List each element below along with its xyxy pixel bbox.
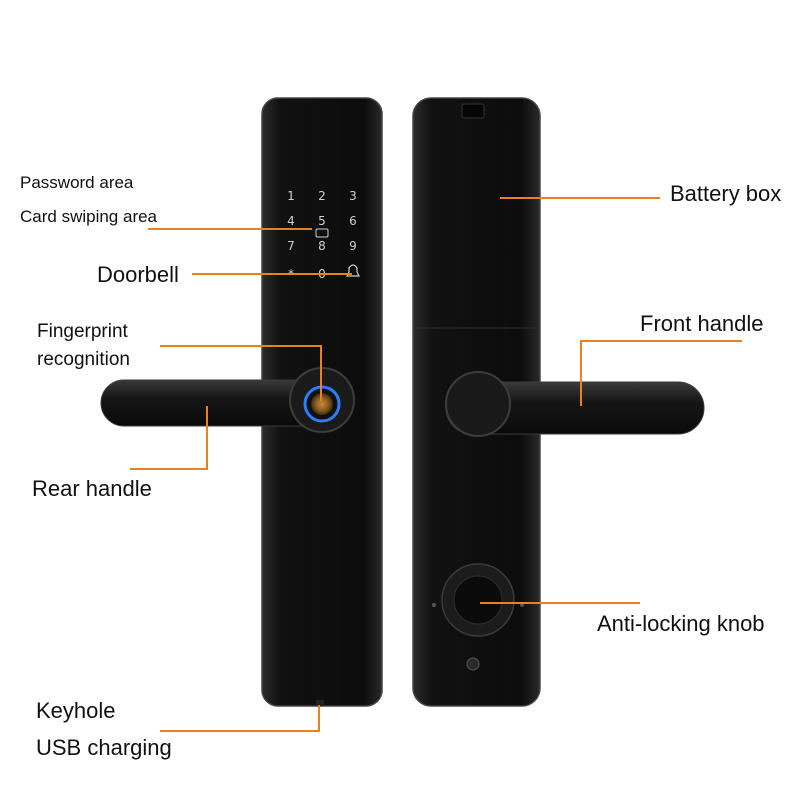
label-password-area: Password area xyxy=(20,173,134,192)
rear-panel: 1 2 3 4 5 6 7 8 9 * 0 xyxy=(100,97,383,707)
keypad-key-8: 8 xyxy=(318,239,326,253)
bell-icon xyxy=(346,264,360,277)
label-keyhole: Keyhole xyxy=(36,698,116,723)
leader-anti-locking-knob xyxy=(480,602,640,604)
leader-fingerprint-v xyxy=(320,345,322,401)
screw-icon xyxy=(466,657,480,671)
keypad-key-5: 5 xyxy=(318,214,326,228)
anti-locking-knob xyxy=(432,563,524,637)
label-fingerprint-line1: Fingerprint xyxy=(37,321,128,342)
leader-rear-handle-h xyxy=(130,468,208,470)
keypad-key-3: 3 xyxy=(349,189,357,203)
leader-front-handle-v xyxy=(580,340,582,406)
front-handle xyxy=(445,371,705,437)
label-battery-box: Battery box xyxy=(670,181,782,206)
keypad-key-4: 4 xyxy=(287,214,295,228)
keypad-key-1: 1 xyxy=(287,189,295,203)
keypad-key-2: 2 xyxy=(318,189,326,203)
leader-card-swiping xyxy=(148,228,312,230)
label-fingerprint-line2: recognition xyxy=(37,349,130,370)
label-card-swiping-area: Card swiping area xyxy=(20,207,158,226)
keypad-key-9: 9 xyxy=(349,239,357,253)
leader-keyhole-v xyxy=(318,705,320,731)
leader-fingerprint-h xyxy=(160,345,322,347)
card-icon xyxy=(315,228,329,238)
keyhole xyxy=(316,700,324,706)
label-usb-charging: USB charging xyxy=(36,735,172,760)
label-doorbell: Doorbell xyxy=(97,262,179,287)
fingerprint-sensor xyxy=(311,393,333,415)
front-panel xyxy=(412,97,705,707)
rear-handle xyxy=(100,367,355,433)
label-anti-locking-knob: Anti-locking knob xyxy=(597,611,765,636)
label-front-handle: Front handle xyxy=(640,311,764,336)
keypad-key-7: 7 xyxy=(287,239,295,253)
label-rear-handle: Rear handle xyxy=(32,476,152,501)
leader-front-handle-h xyxy=(580,340,742,342)
leader-keyhole-h xyxy=(160,730,320,732)
leader-rear-handle-v xyxy=(206,406,208,470)
usb-port xyxy=(461,103,485,119)
leader-battery-box xyxy=(500,197,660,199)
keypad-key-6: 6 xyxy=(349,214,357,228)
leader-doorbell xyxy=(192,273,352,275)
